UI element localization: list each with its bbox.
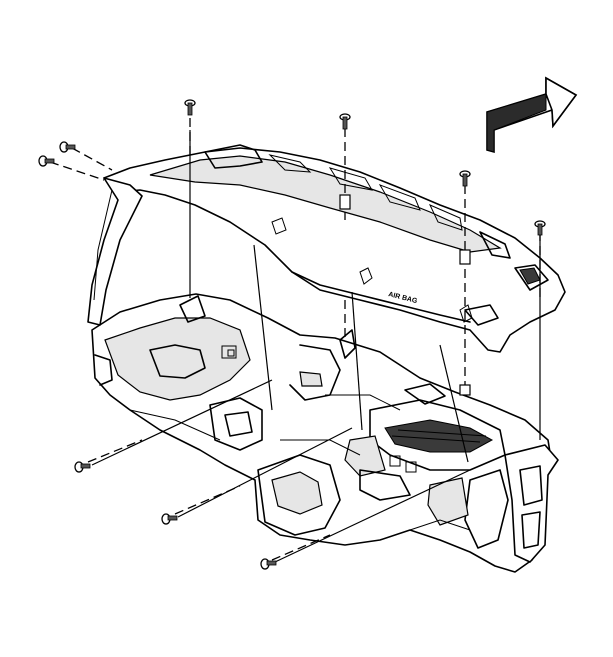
leader-lines — [91, 130, 541, 563]
direction-arrow-icon — [486, 76, 578, 154]
instrument-panel-upper-trim: AIR BAG — [87, 144, 566, 353]
screw-side-lower — [38, 155, 55, 167]
screw-bottom-right — [260, 558, 277, 570]
screw-bottom-left — [74, 461, 91, 473]
screw-top-right — [459, 170, 471, 187]
screw-side-upper — [59, 141, 76, 153]
instrument-panel-carrier — [91, 293, 559, 573]
clip-center — [339, 194, 351, 210]
fastener-paths — [49, 118, 541, 561]
screw-top-center — [339, 113, 351, 130]
screw-top-left — [184, 99, 196, 116]
screw-far-right — [534, 220, 546, 236]
clip-right — [459, 249, 471, 396]
screw-bottom-center — [161, 513, 178, 525]
